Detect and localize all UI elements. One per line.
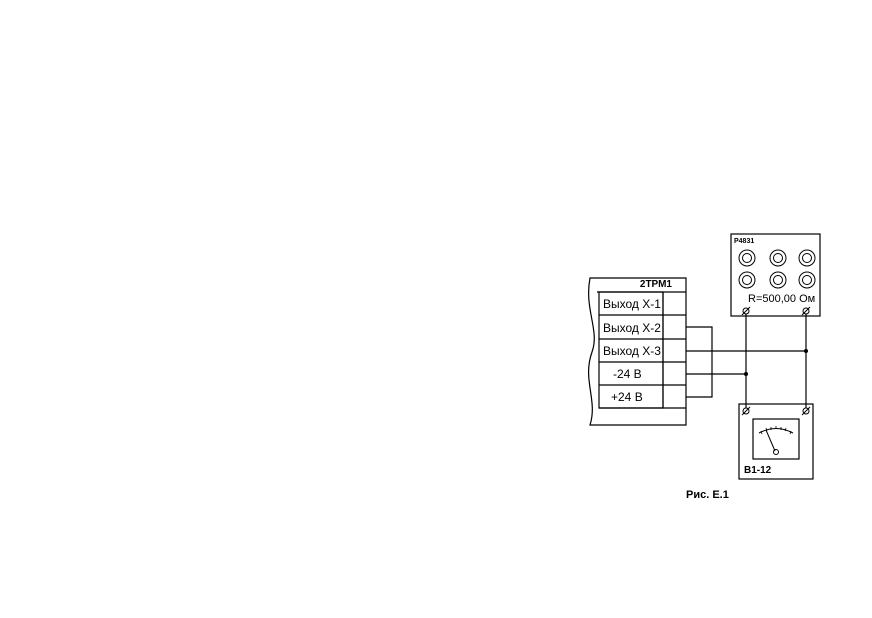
voltmeter-terminal-right bbox=[801, 406, 811, 416]
dial-needle bbox=[765, 429, 776, 452]
resistor-terminal-right bbox=[801, 306, 811, 316]
terminal-label-out3: Выход Х-3 bbox=[603, 344, 661, 358]
terminal-label-plus24: +24 В bbox=[611, 390, 643, 404]
voltmeter-outline bbox=[738, 403, 814, 480]
figure-caption: Рис. Е.1 bbox=[686, 489, 729, 501]
needle-pivot bbox=[773, 449, 779, 455]
voltmeter-dial-window bbox=[752, 418, 800, 460]
terminal-label-out2: Выход Х-2 bbox=[603, 321, 661, 335]
resistor-value: R=500,00 Ом bbox=[748, 293, 815, 305]
device-outline bbox=[588, 277, 687, 426]
resistor-terminal-left bbox=[741, 306, 751, 316]
wire-out2-to-plus24 bbox=[686, 326, 713, 398]
resistor-box bbox=[730, 233, 821, 317]
dial-scale-arc bbox=[758, 428, 794, 434]
resistor-box-title: Р4831 bbox=[734, 238, 754, 245]
resistor-box-outline bbox=[730, 233, 821, 317]
wire-junctions bbox=[744, 349, 808, 376]
decade-knobs bbox=[738, 249, 816, 289]
voltmeter-label: В1-12 bbox=[744, 465, 772, 476]
wires bbox=[686, 314, 807, 408]
device-title: 2ТРМ1 bbox=[640, 279, 673, 290]
dial-ticks bbox=[760, 426, 792, 435]
voltmeter-terminal-left bbox=[741, 406, 751, 416]
voltmeter-b1-12 bbox=[738, 403, 814, 480]
device-2trm1 bbox=[588, 277, 687, 426]
terminal-label-out1: Выход Х-1 bbox=[603, 297, 661, 311]
terminal-label-minus24: -24 В bbox=[613, 367, 642, 381]
